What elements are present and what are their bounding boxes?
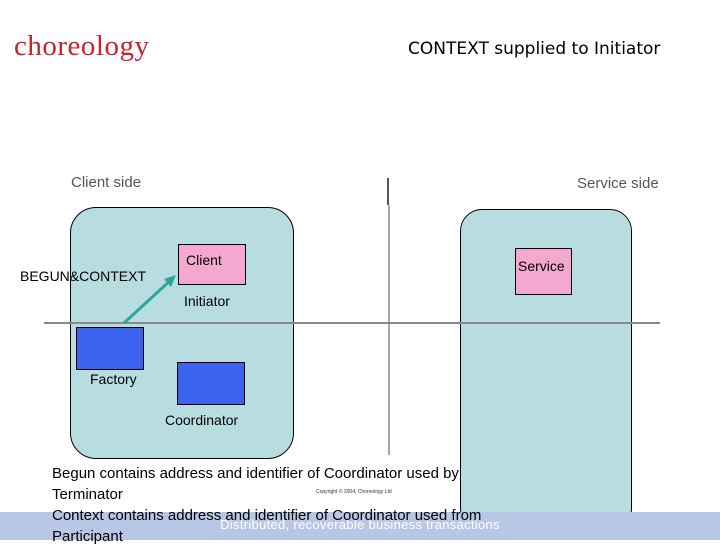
message-arrow <box>122 276 175 325</box>
description-text: Begun contains address and identifier of… <box>52 463 532 547</box>
factory-box <box>76 327 144 370</box>
choreology-logo: choreology <box>14 30 150 62</box>
client-side-label: Client side <box>71 174 142 191</box>
description-line: Terminator <box>52 486 123 503</box>
slide-title: CONTEXT supplied to Initiator <box>408 39 661 59</box>
service-label: Service <box>518 258 565 274</box>
copyright-text: Copyright © 2004, Choreology Ltd <box>316 489 392 495</box>
service-box <box>515 248 572 295</box>
message-arrowhead <box>164 275 176 287</box>
coordinator-box <box>177 362 245 405</box>
initiator-label: Initiator <box>184 293 230 309</box>
coordinator-label: Coordinator <box>165 412 239 428</box>
description-line: Context contains address and identifier … <box>52 507 482 524</box>
description-line: Begun contains address and identifier of… <box>52 465 459 482</box>
footer-bar <box>0 512 720 540</box>
service-side-label: Service side <box>577 175 659 192</box>
footer-text: Distributed, recoverable business transa… <box>220 517 500 532</box>
client-box <box>178 244 246 285</box>
description-line: Participant <box>52 528 123 545</box>
begun-context-message-label: BEGUN&CONTEXT <box>20 268 147 284</box>
client-label: Client <box>186 252 222 268</box>
factory-label: Factory <box>90 371 137 387</box>
